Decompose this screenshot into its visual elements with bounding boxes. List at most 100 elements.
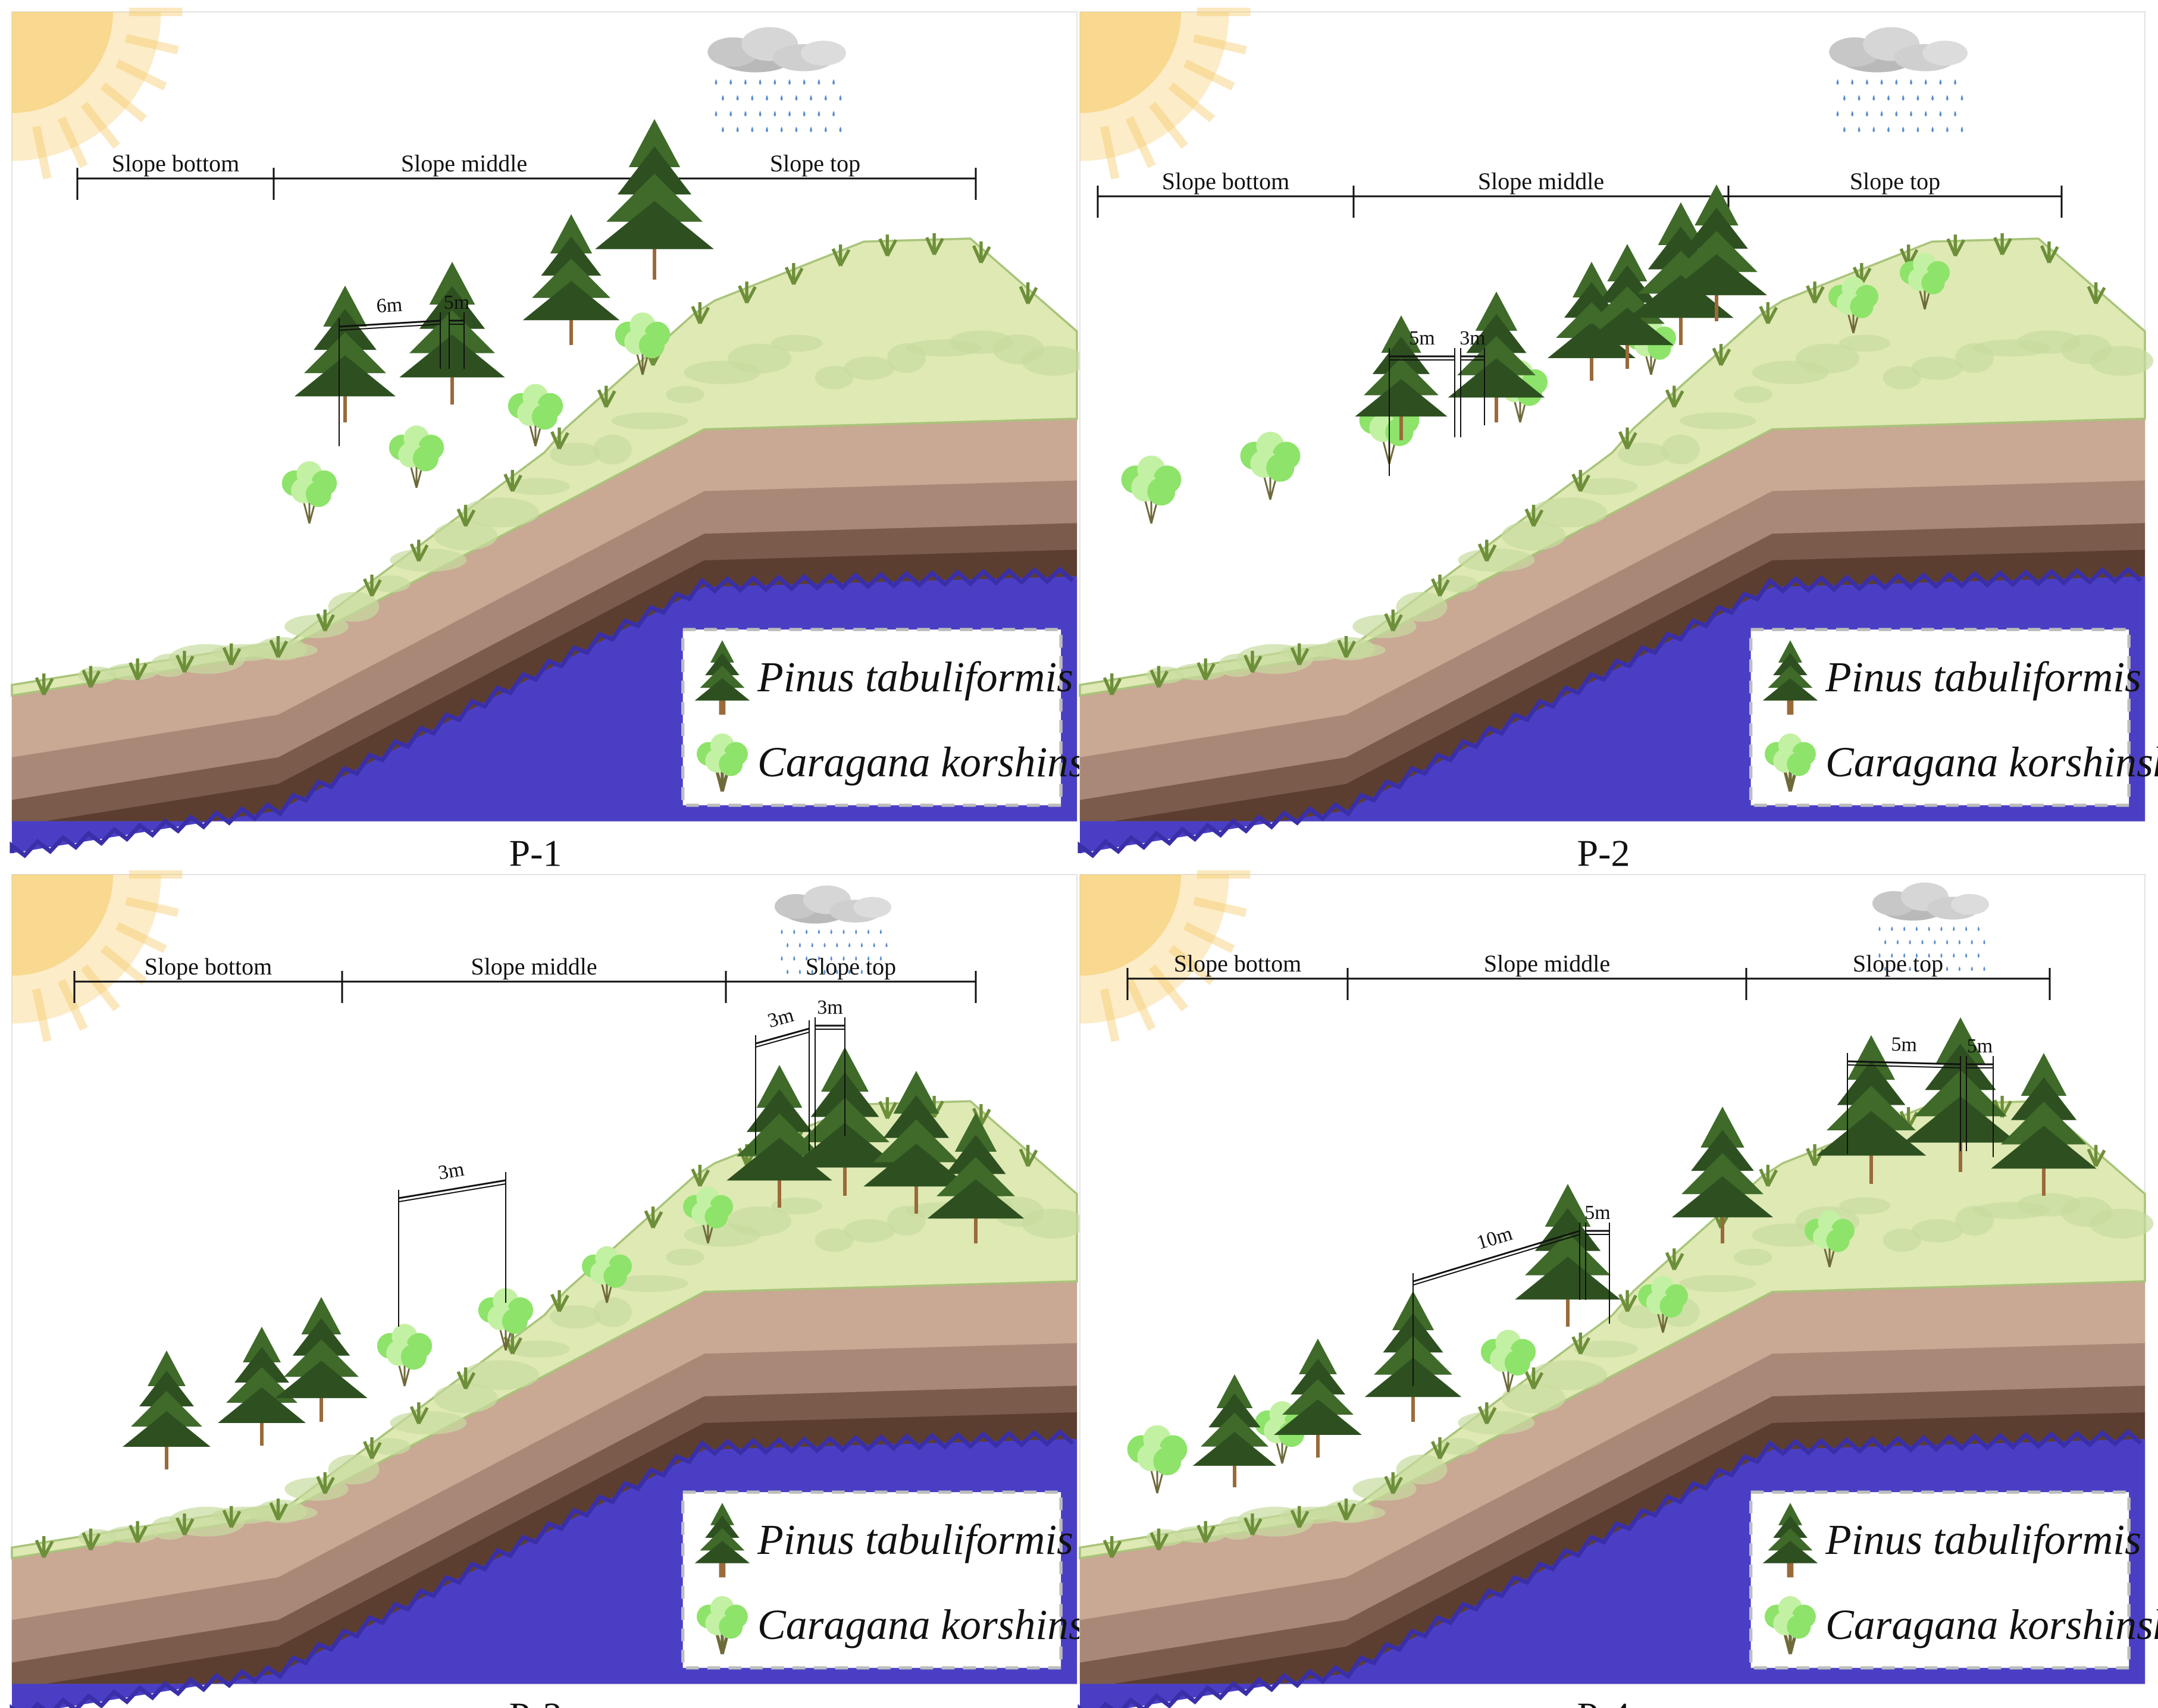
panel-caption: P-4: [1577, 1694, 1630, 1708]
caragana-shrub-icon: [1764, 733, 1816, 792]
sun-icon: [12, 870, 183, 1042]
rain-cloud-icon: [1829, 27, 1968, 133]
pine-tree-icon: [726, 1065, 832, 1208]
caragana-shrub-icon: [582, 1246, 632, 1303]
spacing-dimension: 6m: [339, 294, 441, 446]
sun-icon: [1080, 870, 1251, 1042]
spacing-label: 6m: [376, 294, 403, 317]
caragana-shrub-icon: [281, 461, 337, 524]
segment-label-top: Slope top: [806, 953, 896, 980]
spacing-label: 3m: [437, 1158, 466, 1184]
spacing-label: 5m: [1584, 1202, 1610, 1224]
pine-tree-icon: [1991, 1053, 2097, 1196]
caragana-shrub-icon: [1764, 1596, 1816, 1654]
rain-cloud-icon: [1872, 882, 1989, 971]
caragana-shrub-icon: [1900, 252, 1950, 310]
pine-tree-icon: [1816, 1035, 1927, 1184]
legend-caragana-label: Caragana korshinskii: [757, 739, 1127, 786]
caragana-shrub-icon: [1240, 431, 1301, 500]
spacing-dimension: 5m: [1966, 1035, 1994, 1157]
caragana-shrub-icon: [1828, 276, 1878, 334]
caragana-shrub-icon: [508, 384, 563, 447]
spacing-label: 5m: [444, 292, 469, 314]
pine-tree-icon: [123, 1350, 211, 1469]
spacing-dimension: 5m: [1847, 1033, 1961, 1154]
caragana-shrub-icon: [1127, 1425, 1188, 1494]
spacing-label: 3m: [1459, 327, 1485, 349]
pine-tree-icon: [863, 1071, 969, 1214]
pine-tree-icon: [399, 262, 505, 405]
caragana-shrub-icon: [1254, 1401, 1310, 1464]
caragana-shrub-icon: [696, 1596, 748, 1654]
caragana-shrub-icon: [478, 1288, 534, 1351]
segment-label-middle: Slope middle: [471, 953, 597, 980]
segment-label-top: Slope top: [770, 150, 860, 177]
segment-label-middle: Slope middle: [401, 150, 527, 177]
slope-segment-scale: Slope bottom Slope middle Slope top: [76, 150, 977, 200]
sun-icon: [1080, 7, 1251, 180]
panel-caption: P-1: [509, 832, 562, 874]
segment-label-top: Slope top: [1850, 168, 1940, 195]
caragana-shrub-icon: [615, 312, 671, 375]
caragana-shrub-icon: [389, 425, 444, 488]
panel-caption: P-2: [1577, 832, 1630, 874]
spacing-dimension: 5m: [444, 292, 469, 369]
pine-tree-icon: [1762, 1503, 1818, 1578]
legend-pine-label: Pinus tabuliformis: [757, 654, 1073, 701]
sun-icon: [12, 7, 183, 180]
spacing-dimension: 3m: [398, 1158, 506, 1327]
pine-tree-icon: [275, 1297, 368, 1422]
legend-pine-label: Pinus tabuliformis: [757, 1516, 1073, 1563]
pine-tree-icon: [1192, 1374, 1277, 1487]
panel-caption: P-3: [509, 1694, 562, 1708]
pine-tree-icon: [694, 640, 750, 715]
segment-label-bottom: Slope bottom: [145, 953, 272, 980]
segment-label-bottom: Slope bottom: [112, 150, 239, 177]
caragana-shrub-icon: [1121, 455, 1182, 524]
spacing-label: 5m: [1967, 1035, 1993, 1057]
segment-label-bottom: Slope bottom: [1162, 168, 1289, 195]
caragana-shrub-icon: [1638, 1275, 1688, 1333]
pine-tree-icon: [927, 1112, 1025, 1243]
pine-tree-icon: [1274, 1339, 1362, 1458]
spacing-label: 3m: [817, 996, 842, 1018]
rain-cloud-icon: [707, 27, 846, 133]
legend-caragana-label: Caragana korshinskii: [1825, 1602, 2158, 1649]
pine-tree-icon: [1448, 292, 1545, 422]
spacing-dimension: 5m: [1584, 1202, 1611, 1324]
spacing-dimension: 5m: [1389, 327, 1455, 476]
caragana-shrub-icon: [1805, 1210, 1855, 1268]
spacing-label: 5m: [1409, 327, 1435, 349]
legend-caragana-label: Caragana korshinskii: [1825, 739, 2158, 786]
pine-tree-icon: [218, 1327, 306, 1446]
spacing-dimension: 3m: [815, 996, 845, 1148]
caragana-shrub-icon: [696, 733, 748, 792]
legend-pine-label: Pinus tabuliformis: [1825, 654, 2141, 701]
rain-cloud-icon: [775, 885, 891, 974]
pine-tree-icon: [1671, 1107, 1774, 1243]
caragana-shrub-icon: [1480, 1330, 1536, 1393]
slope-segment-scale: Slope bottom Slope middle Slope top: [73, 953, 977, 1003]
pine-tree-icon: [694, 1503, 750, 1578]
spacing-label: 5m: [1891, 1033, 1917, 1056]
caragana-shrub-icon: [377, 1324, 433, 1387]
legend-caragana-label: Caragana korshinskii: [757, 1602, 1127, 1649]
pine-tree-icon: [595, 119, 714, 280]
segment-label-bottom: Slope bottom: [1174, 950, 1301, 977]
pine-tree-icon: [522, 214, 620, 345]
legend-pine-label: Pinus tabuliformis: [1825, 1516, 2141, 1563]
pine-tree-icon: [1515, 1184, 1621, 1327]
spacing-dimension: 3m: [1459, 327, 1486, 437]
segment-label-middle: Slope middle: [1478, 168, 1604, 195]
pine-tree-icon: [1355, 315, 1448, 440]
segment-label-top: Slope top: [1853, 950, 1943, 977]
